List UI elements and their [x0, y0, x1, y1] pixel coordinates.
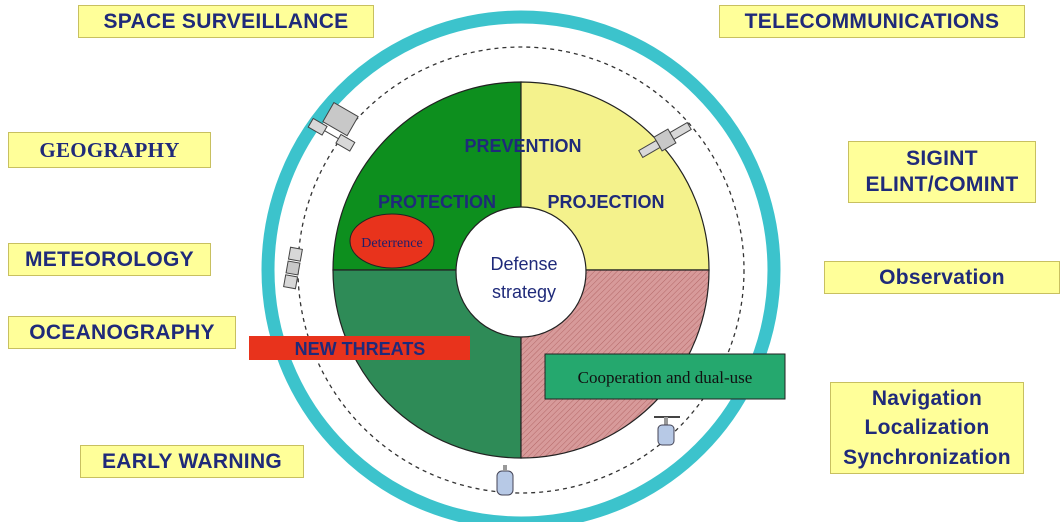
- outer-ring: [261, 10, 781, 522]
- observation-label: Observation: [824, 261, 1060, 294]
- oceanography-label: OCEANOGRAPHY: [8, 316, 236, 349]
- satellite-icon: [496, 465, 514, 496]
- deterrence-ellipse: [349, 213, 435, 269]
- navigation-label: Navigation Localization Synchronization: [830, 382, 1024, 474]
- strategy-text: strategy: [492, 282, 556, 302]
- meteorology-text: METEOROLOGY: [25, 247, 194, 271]
- elint-comint-text: ELINT/COMINT: [865, 173, 1019, 196]
- space-surveillance-text: SPACE SURVEILLANCE: [103, 9, 349, 33]
- projection-text: PROJECTION: [547, 192, 664, 212]
- prevention-text: PREVENTION: [464, 136, 581, 156]
- space-surveillance-label: SPACE SURVEILLANCE: [78, 5, 374, 38]
- satellite-icon: [283, 246, 303, 290]
- deterrence-text: Deterrence: [361, 236, 422, 251]
- new-threats-bar: [249, 336, 470, 360]
- early-warning-label: EARLY WARNING: [80, 445, 304, 478]
- defense-strategy-circle: [455, 206, 587, 338]
- satellite-icon: [654, 416, 680, 446]
- protection-text: PROTECTION: [378, 192, 496, 212]
- defense-text: Defense: [490, 254, 557, 274]
- synchronization-text: Synchronization: [843, 445, 1011, 469]
- telecommunications-text: TELECOMMUNICATIONS: [744, 9, 1000, 33]
- sigint-text: SIGINT: [906, 146, 978, 170]
- oceanography-text: OCEANOGRAPHY: [29, 320, 215, 344]
- new-threats-text: NEW THREATS: [295, 339, 426, 359]
- cooperation-text: Cooperation and dual-use: [578, 368, 753, 387]
- telecommunications-label: TELECOMMUNICATIONS: [719, 5, 1025, 38]
- meteorology-label: METEOROLOGY: [8, 243, 211, 276]
- early-warning-text: EARLY WARNING: [101, 449, 283, 473]
- cooperation-box: [544, 353, 786, 400]
- observation-text: Observation: [879, 265, 1005, 289]
- satellite-icon: [638, 121, 692, 159]
- orbit-dashed-circle: [297, 46, 745, 494]
- localization-text: Localization: [864, 416, 990, 440]
- geography-label: GEOGRAPHY: [8, 132, 211, 168]
- navigation-text: Navigation: [871, 386, 983, 410]
- geography-text: GEOGRAPHY: [39, 137, 180, 162]
- sigint-label: SIGINT ELINT/COMINT: [848, 141, 1036, 203]
- satellite-icon: [307, 101, 359, 152]
